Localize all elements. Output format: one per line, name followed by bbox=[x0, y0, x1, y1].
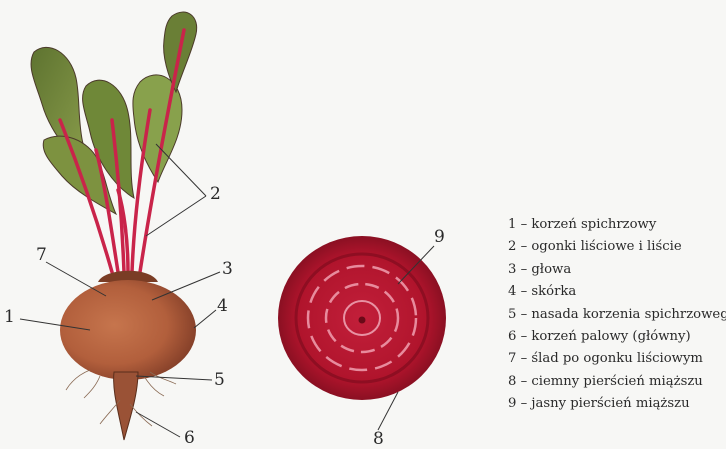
root-body bbox=[60, 280, 196, 380]
leader-2b bbox=[146, 196, 206, 236]
label-5: 5 bbox=[214, 372, 225, 389]
leader-7 bbox=[46, 262, 106, 296]
label-8: 8 bbox=[373, 431, 384, 448]
legend-item-1: 1 – korzeń spichrzowy bbox=[508, 214, 726, 236]
leader-3 bbox=[152, 272, 220, 300]
beet-root bbox=[60, 271, 196, 440]
leader-6 bbox=[136, 412, 180, 437]
legend-item-9: 9 – jasny pierścień miąższu bbox=[508, 393, 726, 415]
legend-item-8: 8 – ciemny pierścień miąższu bbox=[508, 371, 726, 393]
leader-4 bbox=[194, 310, 216, 328]
label-2: 2 bbox=[210, 186, 221, 203]
label-7: 7 bbox=[36, 247, 47, 264]
label-9: 9 bbox=[434, 229, 445, 246]
leader-5 bbox=[136, 376, 212, 380]
label-4: 4 bbox=[217, 298, 228, 315]
label-1: 1 bbox=[4, 309, 15, 326]
label-6: 6 bbox=[184, 430, 195, 447]
legend-item-5: 5 – nasada korzenia spichrzowego bbox=[508, 304, 726, 326]
label-3: 3 bbox=[222, 261, 233, 278]
legend-item-3: 3 – głowa bbox=[508, 259, 726, 281]
legend-item-6: 6 – korzeń palowy (główny) bbox=[508, 326, 726, 348]
legend-item-4: 4 – skórka bbox=[508, 281, 726, 303]
taproot bbox=[114, 372, 138, 440]
leaves bbox=[31, 12, 197, 214]
legend-item-2: 2 – ogonki liściowe i liście bbox=[508, 236, 726, 258]
legend-item-7: 7 – ślad po ogonku liściowym bbox=[508, 348, 726, 370]
slice-core bbox=[359, 317, 366, 324]
legend: 1 – korzeń spichrzowy 2 – ogonki liściow… bbox=[508, 214, 726, 416]
